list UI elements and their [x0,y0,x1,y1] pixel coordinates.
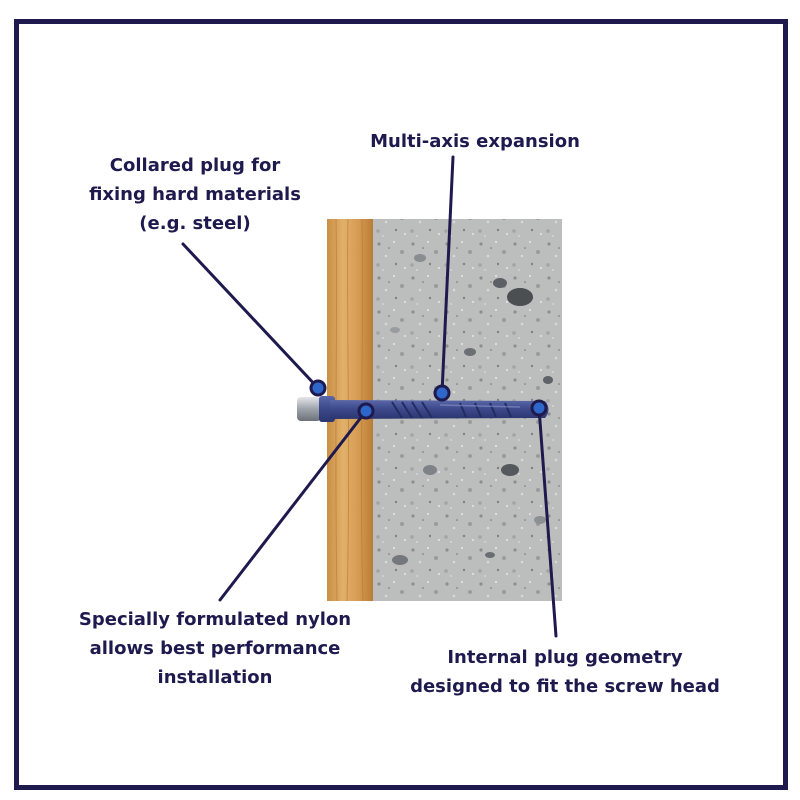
collared-marker-dot [309,379,327,397]
internal-geometry-label-line-1: Internal plug geometry [447,647,683,668]
nylon-label-line-1: Specially formulated nylon [78,609,352,630]
multi-axis-label-line-1: Multi-axis expansion [370,131,580,152]
collared-leader-line [181,242,320,390]
internal-geometry-label: Internal plug geometry designed to fit t… [390,643,740,701]
collared-plug-label-line-2: fixing hard materials [89,184,301,205]
nylon-plug [319,396,549,422]
nylon-label-line-3: installation [157,667,273,688]
callout-dots [309,379,548,420]
multi-axis-label: Multi-axis expansion [340,127,610,156]
nylon-label: Specially formulated nylon allows best p… [50,605,380,692]
nylon-label-line-2: allows best performance [89,638,341,659]
screw-head [297,397,321,421]
internal-marker-dot [530,399,548,417]
internal-leader-line [537,406,558,638]
multi-axis-leader-line [440,155,455,395]
callout-lines [181,155,558,638]
concrete-aggregate [390,254,553,565]
nylon-marker-dot [357,402,375,420]
collared-plug-label-line-3: (e.g. steel) [139,213,251,234]
nylon-leader-line [218,409,368,602]
collared-plug-label: Collared plug for fixing hard materials … [60,151,330,238]
collared-plug-label-line-1: Collared plug for [109,155,281,176]
internal-geometry-label-line-2: designed to fit the screw head [410,676,720,697]
multi-axis-marker-dot [433,384,451,402]
